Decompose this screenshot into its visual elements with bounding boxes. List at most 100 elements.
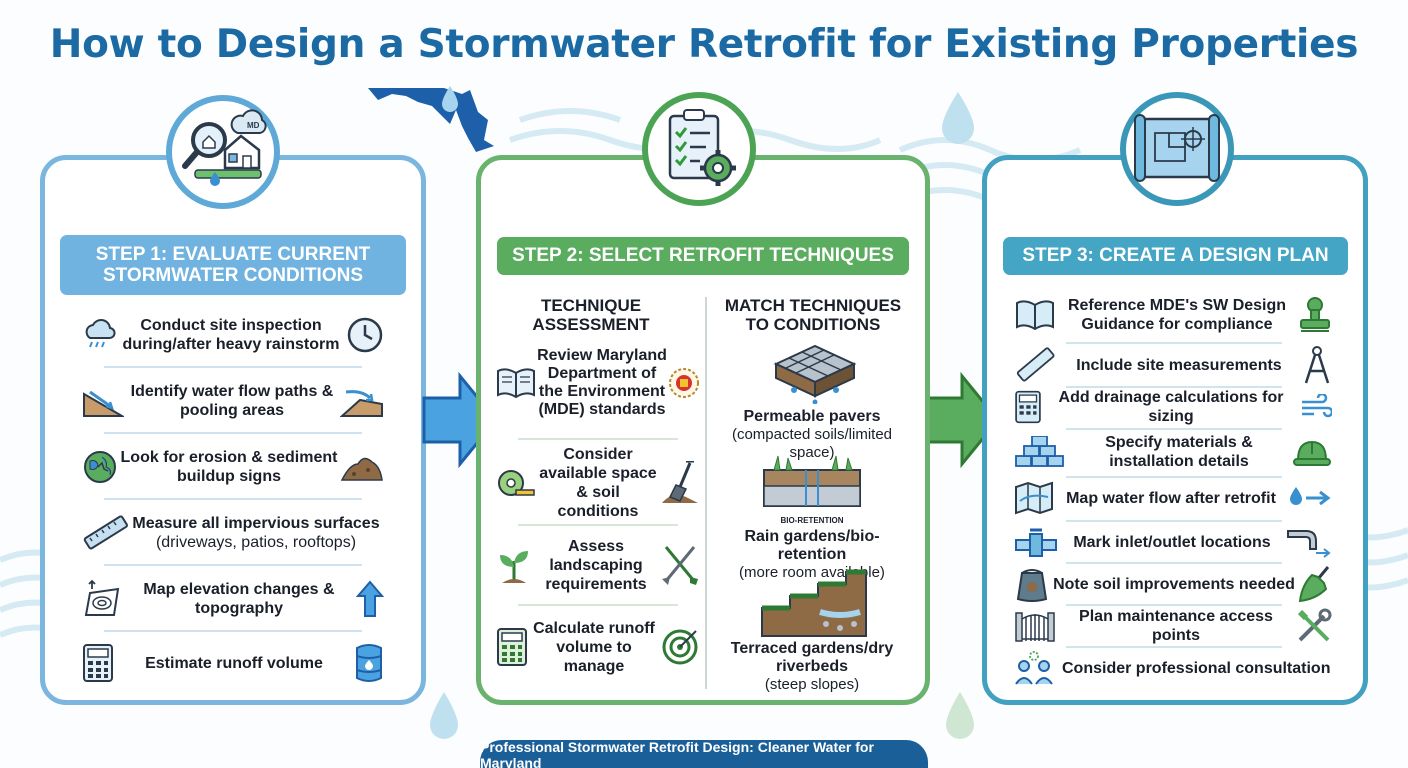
step1-item-text: Identify water flow paths & pooling area… bbox=[130, 383, 334, 419]
barrel-icon bbox=[354, 642, 384, 684]
ruler-icon bbox=[1014, 347, 1056, 383]
step1-item-text: Measure all impervious surfaces (driveway… bbox=[128, 514, 384, 552]
step3-item-text: Specify materials & installation details bbox=[1105, 434, 1253, 470]
step1-item-text: Estimate runoff volume bbox=[145, 654, 323, 672]
pipe-outlet-icon bbox=[1286, 525, 1332, 559]
calculator-icon bbox=[82, 643, 114, 683]
book-icon bbox=[496, 367, 536, 399]
up-arrow-icon bbox=[356, 580, 384, 618]
step3-item: Note soil improvements needed bbox=[1014, 564, 1332, 604]
match-techniques-heading: MATCH TECHNIQUES TO CONDITIONS bbox=[724, 296, 902, 334]
divider bbox=[1066, 428, 1282, 430]
technique-pavers: Permeable pavers (compacted soils/limite… bbox=[712, 408, 912, 462]
terrace-icon bbox=[761, 569, 867, 637]
rain-garden-icon bbox=[763, 455, 861, 507]
ruler-icon bbox=[82, 513, 128, 553]
divider bbox=[518, 604, 678, 606]
step3-item: Include site measurements bbox=[1014, 346, 1332, 384]
drop-arrow-icon bbox=[1288, 485, 1332, 511]
globe-icon bbox=[82, 449, 118, 485]
shovel-icon bbox=[660, 461, 700, 505]
column-divider bbox=[705, 297, 707, 689]
step3-item-text: Map water flow after retrofit bbox=[1066, 489, 1276, 507]
divider bbox=[1066, 520, 1282, 522]
divider bbox=[1066, 386, 1282, 388]
assessment-item-text: Assess landscaping requirements bbox=[545, 537, 647, 593]
step3-item-text: Mark inlet/outlet locations bbox=[1073, 533, 1271, 551]
technique-name: Permeable pavers bbox=[743, 408, 881, 425]
divider bbox=[104, 366, 362, 368]
soil-pile-icon bbox=[340, 452, 384, 482]
step1-item-text: Conduct site inspection during/after hea… bbox=[122, 317, 340, 353]
step1-item-sub: (driveways, patios, rooftops) bbox=[155, 534, 357, 551]
slope-flow-icon bbox=[82, 384, 124, 418]
step3-item: Reference MDE's SW Design Guidance for c… bbox=[1014, 294, 1332, 336]
step3-banner: STEP 3: CREATE A DESIGN PLAN bbox=[1003, 237, 1348, 275]
bio-retention-tag: BIO-RETENTION bbox=[780, 516, 844, 525]
seedling-icon bbox=[496, 545, 532, 585]
footer-banner: Professional Stormwater Retrofit Design:… bbox=[480, 739, 928, 768]
target-icon bbox=[660, 627, 700, 667]
step3-item: Add drainage calculations for sizing bbox=[1014, 388, 1332, 426]
step3-item-text: Add drainage calculations for sizing bbox=[1058, 389, 1284, 425]
wrench-icon bbox=[1296, 608, 1332, 644]
step1-item: Measure all impervious surfaces (driveway… bbox=[82, 510, 384, 556]
assessment-item: Consider available space & soil conditio… bbox=[496, 446, 700, 520]
divider bbox=[104, 432, 362, 434]
step1-hub: MD bbox=[166, 95, 280, 209]
step2-hub bbox=[642, 92, 756, 206]
maryland-map-icon bbox=[368, 86, 494, 152]
book-icon bbox=[1014, 299, 1056, 331]
step3-item: Consider professional consultation bbox=[1014, 648, 1332, 688]
step1-item-text: Look for erosion & sediment buildup sign… bbox=[120, 449, 338, 485]
step2-banner: STEP 2: SELECT RETROFIT TECHNIQUES bbox=[497, 237, 909, 275]
divider bbox=[104, 498, 362, 500]
step3-item: Plan maintenance access points bbox=[1014, 606, 1332, 646]
step3-item-text: Include site measurements bbox=[1076, 356, 1282, 374]
soil-bag-icon bbox=[1014, 565, 1050, 603]
topo-map-icon bbox=[82, 579, 122, 619]
flow-arrow-icon bbox=[340, 384, 384, 418]
pipe-valve-icon bbox=[1014, 526, 1058, 558]
stamp-icon bbox=[1298, 296, 1332, 334]
trowel-icon bbox=[1298, 565, 1332, 603]
technique-assessment-heading: TECHNIQUE ASSESSMENT bbox=[532, 296, 650, 334]
divider bbox=[1066, 646, 1282, 648]
seal-icon bbox=[668, 367, 700, 399]
page-title: How to Design a Stormwater Retrofit for … bbox=[49, 22, 1359, 67]
step1-item: Conduct site inspection during/after hea… bbox=[82, 312, 384, 358]
divider bbox=[1066, 476, 1282, 478]
rain-cloud-icon bbox=[82, 318, 116, 352]
divider bbox=[1066, 342, 1282, 344]
consultation-icon bbox=[1014, 650, 1054, 686]
technique-rain-garden: Rain gardens/bio-retention (more room av… bbox=[712, 528, 912, 582]
step1-item: Estimate runoff volume bbox=[82, 640, 384, 686]
house-inspection-icon: MD bbox=[182, 109, 267, 186]
clock-icon bbox=[346, 316, 384, 354]
assessment-item-text: Review Maryland Department of the Enviro… bbox=[537, 347, 667, 418]
wind-icon bbox=[1300, 394, 1332, 420]
step1-item: Map elevation changes & topography bbox=[82, 576, 384, 622]
calculator-icon bbox=[496, 627, 528, 667]
step3-item: Specify materials & installation details bbox=[1014, 430, 1332, 474]
technique-terrace: Terraced gardens/dry riverbeds (steep sl… bbox=[712, 640, 912, 694]
compass-icon bbox=[1302, 345, 1332, 385]
assessment-item-text: Consider available space & soil conditio… bbox=[539, 446, 657, 520]
assessment-item: Review Maryland Department of the Enviro… bbox=[496, 344, 700, 422]
divider bbox=[518, 524, 678, 526]
technique-name: Rain gardens/bio-retention bbox=[744, 528, 880, 563]
map-tag: MD bbox=[247, 121, 260, 130]
calculator-icon bbox=[1014, 390, 1042, 424]
step1-item-title: Measure all impervious surfaces bbox=[132, 515, 380, 532]
step1-banner: STEP 1: EVALUATE CURRENT STORMWATER COND… bbox=[60, 235, 406, 295]
tape-measure-icon bbox=[496, 466, 536, 500]
step1-item: Look for erosion & sediment buildup sign… bbox=[82, 444, 384, 490]
divider bbox=[518, 438, 678, 440]
step3-item-text: Note soil improvements needed bbox=[1053, 575, 1295, 593]
step3-item-text: Plan maintenance access points bbox=[1079, 608, 1273, 644]
gate-icon bbox=[1014, 609, 1056, 643]
technique-condition: (steep slopes) bbox=[764, 676, 860, 693]
hard-hat-icon bbox=[1292, 436, 1332, 468]
bricks-icon bbox=[1014, 436, 1066, 468]
water-drop-icon bbox=[430, 92, 974, 739]
